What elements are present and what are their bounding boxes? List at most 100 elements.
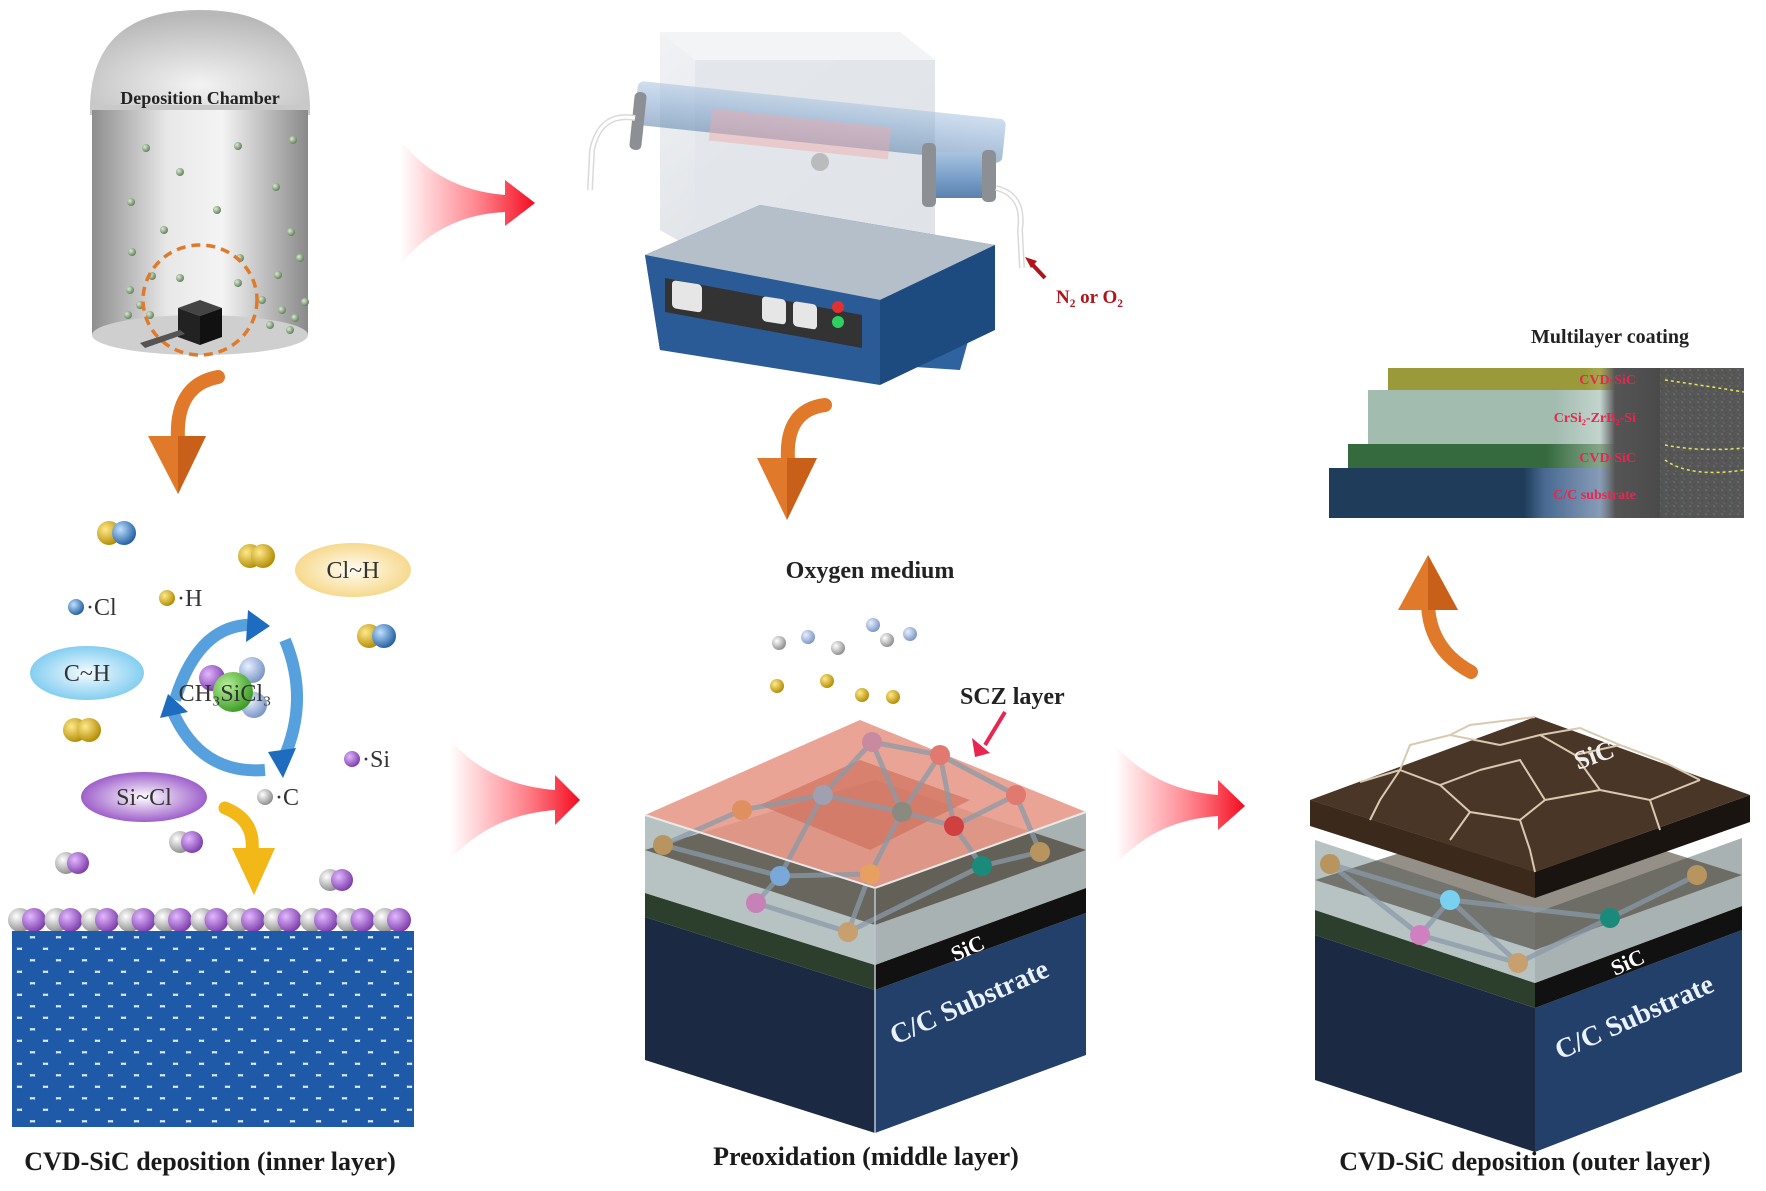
gas-particle <box>234 142 242 150</box>
gas-particle <box>160 226 168 234</box>
indicator-red <box>832 301 844 313</box>
atom <box>653 835 673 855</box>
h-atom-icon <box>159 590 175 606</box>
gas-inlet-arrow <box>1025 257 1047 280</box>
orange-arrow-down-2 <box>757 398 832 520</box>
gas-particle <box>176 274 184 282</box>
caption-outer-layer: CVD-SiC deposition (outer layer) <box>1339 1147 1710 1176</box>
outer-layer-block: C/C Substrate SiC SiC <box>1310 716 1750 1152</box>
atom-network <box>1320 854 1707 973</box>
chamber-dome <box>90 10 310 110</box>
ml-label-1: CrSi₂-ZrB₂-Si <box>1554 411 1636 426</box>
atom <box>930 745 950 765</box>
sic-molecule <box>169 831 203 853</box>
sic-slab-top <box>1310 717 1750 872</box>
scz-pointer-arrow <box>972 710 1007 757</box>
gas-particle <box>146 311 154 319</box>
gas-particle <box>213 206 221 214</box>
si-atom-icon <box>344 751 360 767</box>
quartz-tube <box>634 81 1006 163</box>
c-h-bubble <box>30 646 144 700</box>
atom <box>770 866 790 886</box>
deposition-chamber: Deposition Chamber <box>90 10 310 357</box>
orange-arrow-up <box>1398 555 1478 679</box>
gas-label: N₂ or O₂ <box>1056 287 1123 308</box>
ml-label-2: CVD-SiC <box>1579 451 1636 466</box>
atom <box>838 922 858 942</box>
focus-circle <box>141 243 259 357</box>
atom <box>944 816 964 836</box>
yellow-arrow-down <box>218 801 275 895</box>
gas-particle <box>289 136 297 144</box>
tube-furnace <box>587 32 1025 385</box>
ml-label-0: CVD-SiC <box>1579 373 1636 388</box>
gas-particle <box>176 168 184 176</box>
red-arrow-2 <box>450 740 580 860</box>
sic-slab-front <box>1310 800 1535 898</box>
gas-particle <box>266 321 274 329</box>
atom <box>1687 865 1707 885</box>
oxygen-particles <box>770 618 917 704</box>
gas-particle <box>291 314 299 322</box>
substrate-side <box>875 913 1086 1133</box>
gas-particle <box>234 279 242 287</box>
preoxidation-block: Oxygen medium SCZ layer C/C Substrate Si… <box>644 558 1087 1133</box>
gas-particle <box>124 311 132 319</box>
atom <box>1440 890 1460 910</box>
cl-h-bubble <box>295 543 411 597</box>
substrate-front <box>1315 935 1535 1152</box>
precursor-label: CH₃SiCl₃ <box>179 681 272 707</box>
ml-label-3: C/C substrate <box>1553 488 1636 503</box>
h-radical-label: ·H <box>177 586 202 612</box>
h2-molecule <box>238 544 275 568</box>
substrate-front <box>645 917 875 1133</box>
gas-particle <box>128 248 136 256</box>
atom <box>746 893 766 913</box>
atom <box>1410 925 1430 945</box>
atom <box>1508 953 1528 973</box>
gas-particle <box>127 198 135 206</box>
sample-cube <box>140 300 222 348</box>
atom <box>1030 842 1050 862</box>
gas-particle <box>272 183 280 191</box>
sic-molecule <box>319 869 353 891</box>
cl-radical-label: ·Cl <box>86 595 117 621</box>
gas-particle <box>301 298 309 306</box>
c-h-label: C~H <box>64 661 110 687</box>
gas-particle <box>142 144 150 152</box>
surface-sic-row <box>8 908 411 932</box>
gas-particle <box>287 228 295 236</box>
red-arrow-1 <box>400 140 535 265</box>
atom <box>1006 785 1026 805</box>
hcl-molecule <box>357 624 396 648</box>
sic-layer-front <box>645 893 875 990</box>
c-radical-label: ·C <box>275 785 299 811</box>
atom <box>972 856 992 876</box>
cl-h-label: Cl~H <box>327 558 380 584</box>
atom-network <box>653 732 1050 942</box>
si-radical-label: ·Si <box>362 747 390 773</box>
gas-particle <box>126 286 134 294</box>
si-cl-bubble <box>81 772 207 822</box>
h2-molecule <box>63 718 101 742</box>
gas-particle <box>258 296 266 304</box>
atom <box>892 802 912 822</box>
red-arrow-3 <box>1115 745 1245 865</box>
orange-arrow-down-1 <box>148 370 225 494</box>
sic-molecule <box>55 852 89 874</box>
gas-particle <box>286 326 294 334</box>
si-cl-label: Si~Cl <box>116 785 172 811</box>
gas-particle <box>274 271 282 279</box>
multilayer-title: Multilayer coating <box>1531 326 1689 348</box>
chamber-title: Deposition Chamber <box>120 88 280 108</box>
atom <box>860 864 880 884</box>
multilayer-coating-inset: Multilayer coating CVD-SiC CrSi₂-ZrB₂-Si… <box>1329 326 1745 518</box>
gas-particle <box>296 254 304 262</box>
sic-slab-side <box>1535 795 1750 898</box>
atom <box>1320 854 1340 874</box>
substrate-side <box>1535 930 1742 1152</box>
c-atom-icon <box>257 789 273 805</box>
reaction-cycle-icon <box>160 610 303 778</box>
gas-particle <box>278 306 286 314</box>
